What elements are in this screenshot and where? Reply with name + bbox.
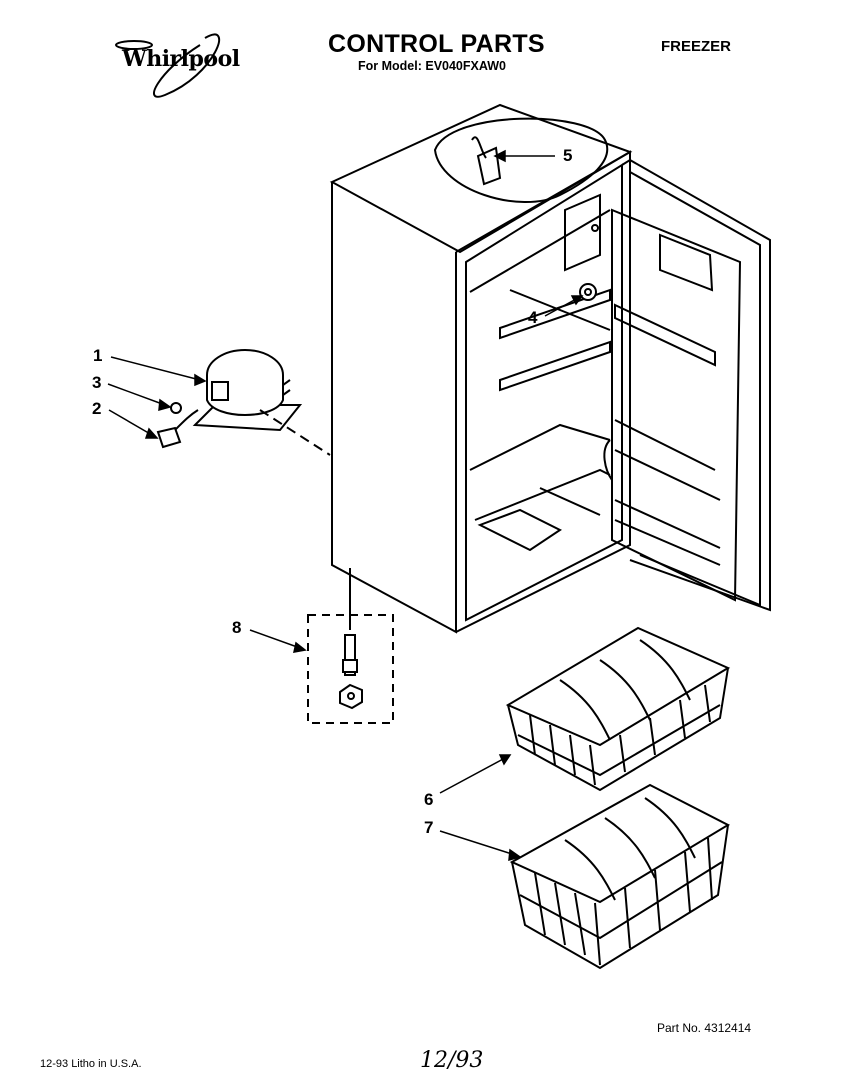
leader-7 [439,830,516,856]
freezer-cabinet [329,103,633,634]
leg-hardware [307,568,394,724]
callout-6: 6 [424,790,434,809]
callout-3: 3 [92,373,102,392]
callout-1: 1 [93,346,103,365]
leader-4 [544,297,579,317]
leader-3 [107,383,166,406]
leader-6 [439,757,506,794]
callout-4: 4 [528,308,538,327]
compressor [192,349,303,432]
part-number: Part No. 4312414 [657,1021,752,1035]
handwritten-date: 12/93 [420,1048,484,1073]
callout-2: 2 [92,399,102,418]
callout-leaders [107,149,584,862]
callout-8: 8 [232,618,242,637]
whirlpool-logo-swoosh [115,33,221,98]
callout-7: 7 [424,818,434,837]
small-electrical-parts [156,402,199,449]
leader-8 [249,629,301,649]
category-label: FREEZER [661,38,732,55]
page-title: CONTROL PARTS [328,30,545,58]
leader-2 [108,409,153,436]
wire-basket-upper [505,626,731,792]
model-line: For Model: EV040FXAW0 [358,59,506,73]
callout-5: 5 [563,146,573,165]
leader-1 [110,356,201,381]
litho-note: 12-93 Litho in U.S.A. [40,1058,142,1070]
freezer-door [603,158,771,612]
wire-basket-lower [509,783,731,970]
brand-logo: Whirlpool [122,46,240,72]
compressor-connector-line [259,409,331,456]
